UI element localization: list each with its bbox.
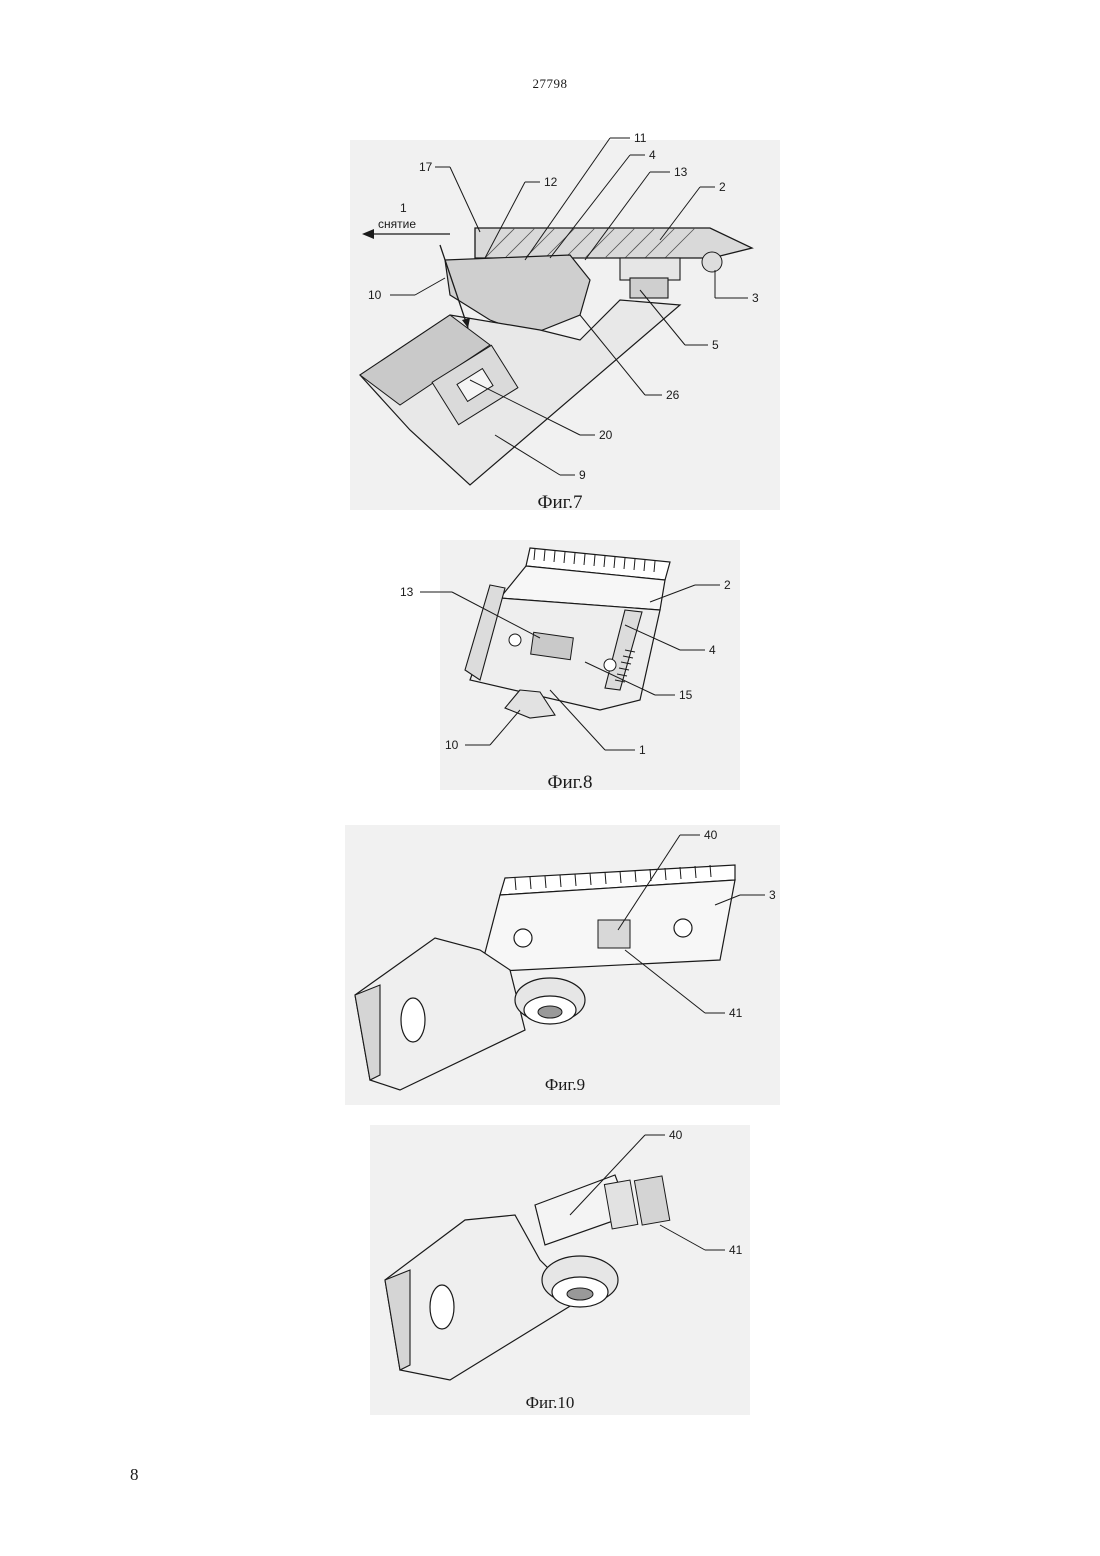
label-11: 11 bbox=[634, 131, 647, 145]
label-20: 20 bbox=[599, 428, 613, 442]
label-17: 17 bbox=[419, 160, 433, 174]
label-40: 40 bbox=[704, 828, 718, 842]
label-3: 3 bbox=[769, 888, 776, 902]
label-41: 41 bbox=[729, 1006, 743, 1020]
label-10: 10 bbox=[445, 738, 459, 752]
figure-10-drawing: 40 41 bbox=[370, 1120, 790, 1420]
label-4: 4 bbox=[709, 643, 716, 657]
label-26: 26 bbox=[666, 388, 680, 402]
label-1: 1 bbox=[639, 743, 646, 757]
figure-10-caption: Фиг.10 bbox=[340, 1393, 760, 1413]
label-4: 4 bbox=[649, 148, 656, 162]
figure-9-drawing: 40 3 41 bbox=[340, 820, 790, 1110]
label-10: 10 bbox=[368, 288, 382, 302]
label-15: 15 bbox=[679, 688, 693, 702]
figure-8-drawing: 13 2 4 15 10 1 bbox=[380, 540, 760, 800]
figure-8: 13 2 4 15 10 1 Фиг.8 bbox=[380, 540, 760, 800]
figure-8-caption: Фиг.8 bbox=[380, 772, 760, 794]
figure-10: 40 41 Фиг.10 bbox=[370, 1120, 790, 1420]
label-9: 9 bbox=[579, 468, 586, 482]
label-13: 13 bbox=[400, 585, 414, 599]
label-12: 12 bbox=[544, 175, 558, 189]
figure-7-drawing: 1 снятие 17 12 11 4 13 2 10 3 5 26 20 9 bbox=[340, 130, 780, 520]
figure-7: 1 снятие 17 12 11 4 13 2 10 3 5 26 20 9 … bbox=[340, 130, 780, 520]
label-2: 2 bbox=[719, 180, 726, 194]
figure-9-caption: Фиг.9 bbox=[340, 1075, 790, 1095]
label-40: 40 bbox=[669, 1128, 683, 1142]
page-number: 8 bbox=[130, 1465, 139, 1485]
label-41: 41 bbox=[729, 1243, 743, 1257]
arrow-label-text: снятие bbox=[378, 217, 416, 231]
arrow-label-number: 1 bbox=[400, 201, 407, 215]
label-5: 5 bbox=[712, 338, 719, 352]
label-3: 3 bbox=[752, 291, 759, 305]
patent-number-header: 27798 bbox=[0, 76, 1100, 92]
figure-9: 40 3 41 Фиг.9 bbox=[340, 820, 790, 1110]
label-2: 2 bbox=[724, 578, 731, 592]
figure-7-caption: Фиг.7 bbox=[340, 492, 780, 514]
label-13: 13 bbox=[674, 165, 688, 179]
